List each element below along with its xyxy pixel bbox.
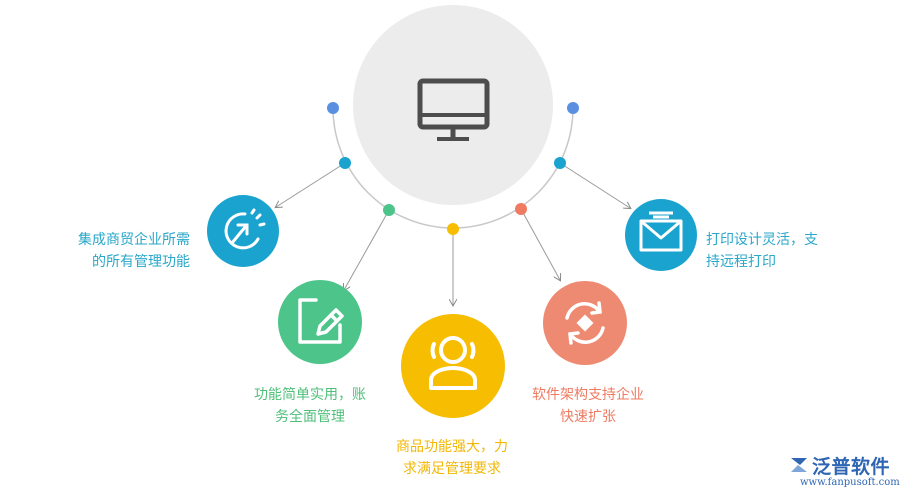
- connector-line-c1: [276, 162, 346, 207]
- feature-circle-c4: [401, 314, 505, 418]
- mail-icon: [639, 211, 683, 252]
- edit-icon: [298, 298, 344, 344]
- connector-line-c5: [520, 208, 560, 280]
- feature-label-c1: 集成商贸企业所需 的所有管理功能: [40, 229, 190, 273]
- center-circle: [353, 5, 553, 205]
- feature-label-line: 务全面管理: [275, 409, 345, 425]
- feature-label-line: 功能简单实用，账: [254, 387, 366, 403]
- feature-label-line: 快速扩张: [560, 409, 616, 425]
- timer-arrow-icon: [224, 208, 266, 250]
- arc-dots: [327, 102, 579, 235]
- feature-label-c3: 功能简单实用，账 务全面管理: [230, 384, 390, 428]
- connector-line-c2: [559, 162, 630, 208]
- feature-circle-c3: [278, 280, 362, 364]
- refresh-icon: [565, 301, 605, 345]
- brand-url: www.fanpusoft.com: [800, 477, 900, 488]
- arc-dot: [554, 157, 566, 169]
- feature-label-c5: 软件架构支持企业 快速扩张: [508, 384, 668, 428]
- arc-dot: [567, 102, 579, 114]
- connector-line-c3: [344, 209, 390, 290]
- feature-circle-c1: [207, 195, 279, 267]
- feature-label-line: 求满足管理要求: [403, 461, 501, 477]
- brand-name: 泛普软件: [812, 456, 891, 478]
- feature-circle-c2: [625, 199, 697, 271]
- feature-label-line: 持远程打印: [706, 254, 776, 270]
- monitor-icon: [417, 78, 490, 141]
- user-icon: [429, 336, 477, 390]
- feature-label-line: 打印设计灵活，支: [706, 232, 818, 248]
- arc-dot: [327, 102, 339, 114]
- feature-label-c4: 商品功能强大，力 求满足管理要求: [372, 436, 532, 480]
- arc-dot: [515, 203, 527, 215]
- fanpu-logo-icon: [791, 458, 807, 472]
- brand-logo: 泛普软件 www.fanpusoft.com: [788, 452, 912, 492]
- arc-dot: [447, 223, 459, 235]
- arc-dot: [383, 204, 395, 216]
- feature-label-line: 集成商贸企业所需: [78, 232, 190, 248]
- feature-label-line: 的所有管理功能: [92, 254, 190, 270]
- feature-circle-c5: [543, 281, 627, 365]
- arc-dot: [339, 157, 351, 169]
- feature-label-line: 商品功能强大，力: [396, 439, 508, 455]
- feature-label-line: 软件架构支持企业: [532, 387, 644, 403]
- feature-label-c2: 打印设计灵活，支 持远程打印: [706, 229, 876, 273]
